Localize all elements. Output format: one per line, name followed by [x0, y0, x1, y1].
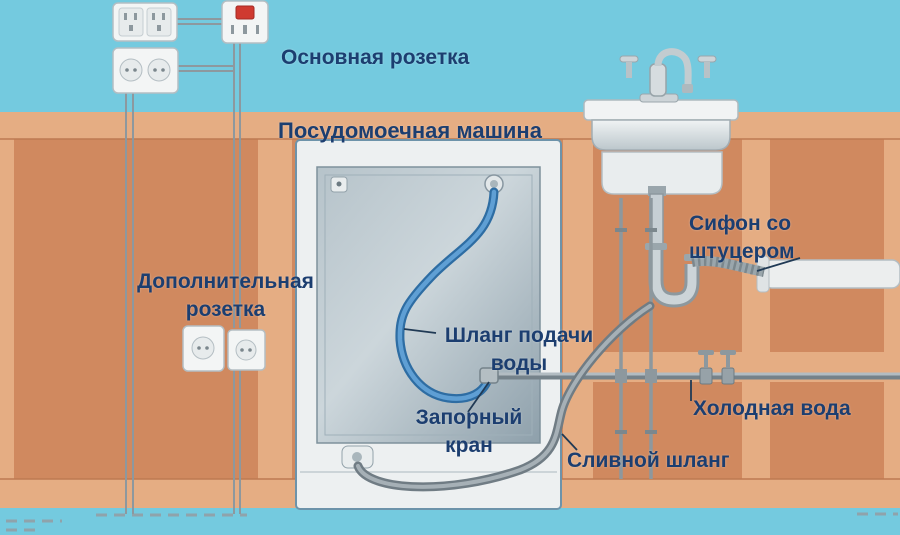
- floor-dashes: [6, 512, 898, 532]
- supply-hose-label: Шланг подачи воды: [444, 324, 594, 375]
- electrical-wiring: [125, 18, 241, 514]
- main-socket-label: Основная розетка: [281, 46, 470, 69]
- siphon-label: Сифон со штуцером: [689, 212, 795, 263]
- sink: [583, 99, 739, 196]
- switched-socket: [221, 0, 269, 44]
- main-socket-double: [112, 2, 178, 42]
- dishwasher-label: Посудомоечная машина: [278, 118, 542, 143]
- shutoff-valve-label: Запорный кран: [415, 406, 523, 457]
- drain-hose: [353, 301, 655, 492]
- cold-water-pipe: [492, 350, 900, 385]
- siphon-trap: [645, 193, 765, 308]
- wall-drain-pipe: [756, 255, 900, 293]
- pipe-valve: [720, 350, 736, 385]
- supply-hose: [395, 187, 499, 404]
- water-riser-pipes: [615, 198, 657, 479]
- dishwasher: [295, 139, 562, 510]
- cold-water-label: Холодная вода: [693, 397, 851, 420]
- additional-socket-pair: [182, 325, 266, 372]
- faucet-icon: [619, 48, 717, 103]
- drain-hose-label: Сливной шланг: [567, 449, 730, 472]
- round-socket-pair: [112, 47, 179, 94]
- leader-lines: [403, 257, 801, 451]
- pipe-valve: [698, 350, 714, 385]
- extra-socket-label: Дополнительная розетка: [137, 270, 314, 321]
